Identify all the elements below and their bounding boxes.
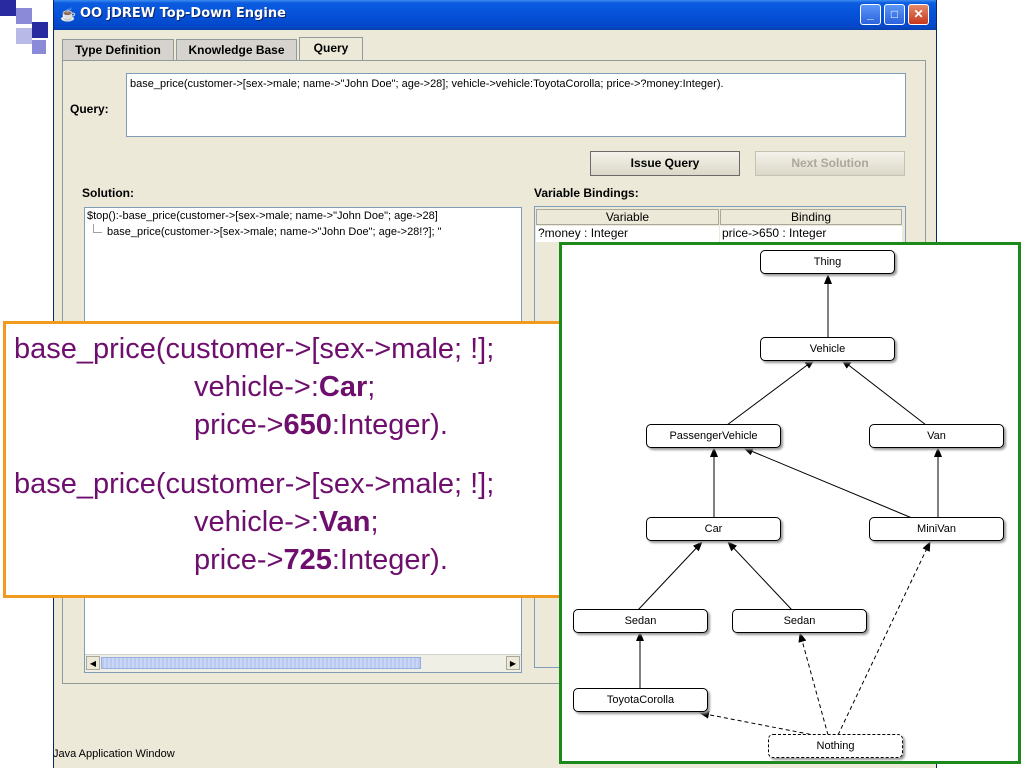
next-solution-button[interactable]: Next Solution xyxy=(755,151,905,176)
app-icon: ☕ xyxy=(60,7,77,22)
rule-callout-box xyxy=(3,321,603,598)
node-sedan: Sedan xyxy=(732,609,867,633)
edge-minivan-passenger xyxy=(743,447,913,519)
edge-passenger-vehicle xyxy=(726,359,815,426)
window-title: OO jDREW Top-Down Engine xyxy=(80,6,286,21)
close-button[interactable]: ✕ xyxy=(908,4,929,25)
node-toyotacorolla: ToyotaCorolla xyxy=(573,688,708,712)
tree-connector xyxy=(93,224,102,233)
binding-variable-cell[interactable]: ?money : Integer xyxy=(536,226,719,242)
node-minivan: MiniVan xyxy=(869,517,1004,541)
edge-sedan1-car xyxy=(637,541,703,611)
edge-sedan2-car xyxy=(727,541,793,611)
node-nothing: Nothing xyxy=(768,734,903,758)
column-header-binding[interactable]: Binding xyxy=(720,209,902,225)
maximize-button[interactable]: □ xyxy=(884,4,905,25)
solution-child-node[interactable]: base_price(customer->[sex->male; name->"… xyxy=(107,226,442,238)
tab-knowledge-base[interactable]: Knowledge Base xyxy=(176,39,297,60)
binding-value-cell[interactable]: price->650 : Integer xyxy=(720,226,902,242)
node-car: Car xyxy=(646,517,781,541)
node-sedan: Sedan xyxy=(573,609,708,633)
query-input[interactable]: base_price(customer->[sex->male; name->"… xyxy=(126,73,906,137)
node-van: Van xyxy=(869,424,1004,448)
issue-query-button[interactable]: Issue Query xyxy=(590,151,740,176)
column-header-variable[interactable]: Variable xyxy=(536,209,719,225)
slide-decoration xyxy=(0,0,56,60)
horizontal-scrollbar[interactable]: ◀ ▶ xyxy=(85,654,521,672)
tab-type-definition[interactable]: Type Definition xyxy=(62,39,174,60)
edge-nothing-minivan xyxy=(837,541,931,736)
node-passengervehicle: PassengerVehicle xyxy=(646,424,781,448)
solution-root-node[interactable]: $top():-base_price(customer->[sex->male;… xyxy=(87,210,438,222)
node-thing: Thing xyxy=(760,250,895,274)
scroll-left-icon[interactable]: ◀ xyxy=(86,656,100,670)
edge-van-vehicle xyxy=(841,359,927,426)
minimize-button[interactable]: _ xyxy=(860,4,881,25)
rule2-line2: vehicle->:Van; xyxy=(194,506,379,538)
edge-nothing-sedan2 xyxy=(798,632,829,736)
edge-nothing-corolla xyxy=(699,710,825,738)
rule2-line3: price->725:Integer). xyxy=(194,544,448,576)
tab-query[interactable]: Query xyxy=(299,37,363,60)
rule1-line2: vehicle->:Car; xyxy=(194,371,376,403)
node-vehicle: Vehicle xyxy=(760,337,895,361)
rule1-line1: base_price(customer->[sex->male; !]; xyxy=(14,333,495,365)
query-label: Query: xyxy=(70,102,109,116)
type-hierarchy-diagram: Thing Vehicle PassengerVehicle Van Car M… xyxy=(559,242,1021,764)
rule2-line1: base_price(customer->[sex->male; !]; xyxy=(14,468,495,500)
variable-bindings-label: Variable Bindings: xyxy=(534,186,639,200)
rule1-line3: price->650:Integer). xyxy=(194,409,448,441)
scroll-right-icon[interactable]: ▶ xyxy=(506,656,520,670)
scroll-thumb[interactable] xyxy=(101,657,421,669)
status-bar: Java Application Window xyxy=(53,748,175,760)
hierarchy-edges xyxy=(636,274,942,738)
solution-label: Solution: xyxy=(82,186,134,200)
title-bar[interactable]: ☕ OO jDREW Top-Down Engine _ □ ✕ xyxy=(54,0,936,30)
